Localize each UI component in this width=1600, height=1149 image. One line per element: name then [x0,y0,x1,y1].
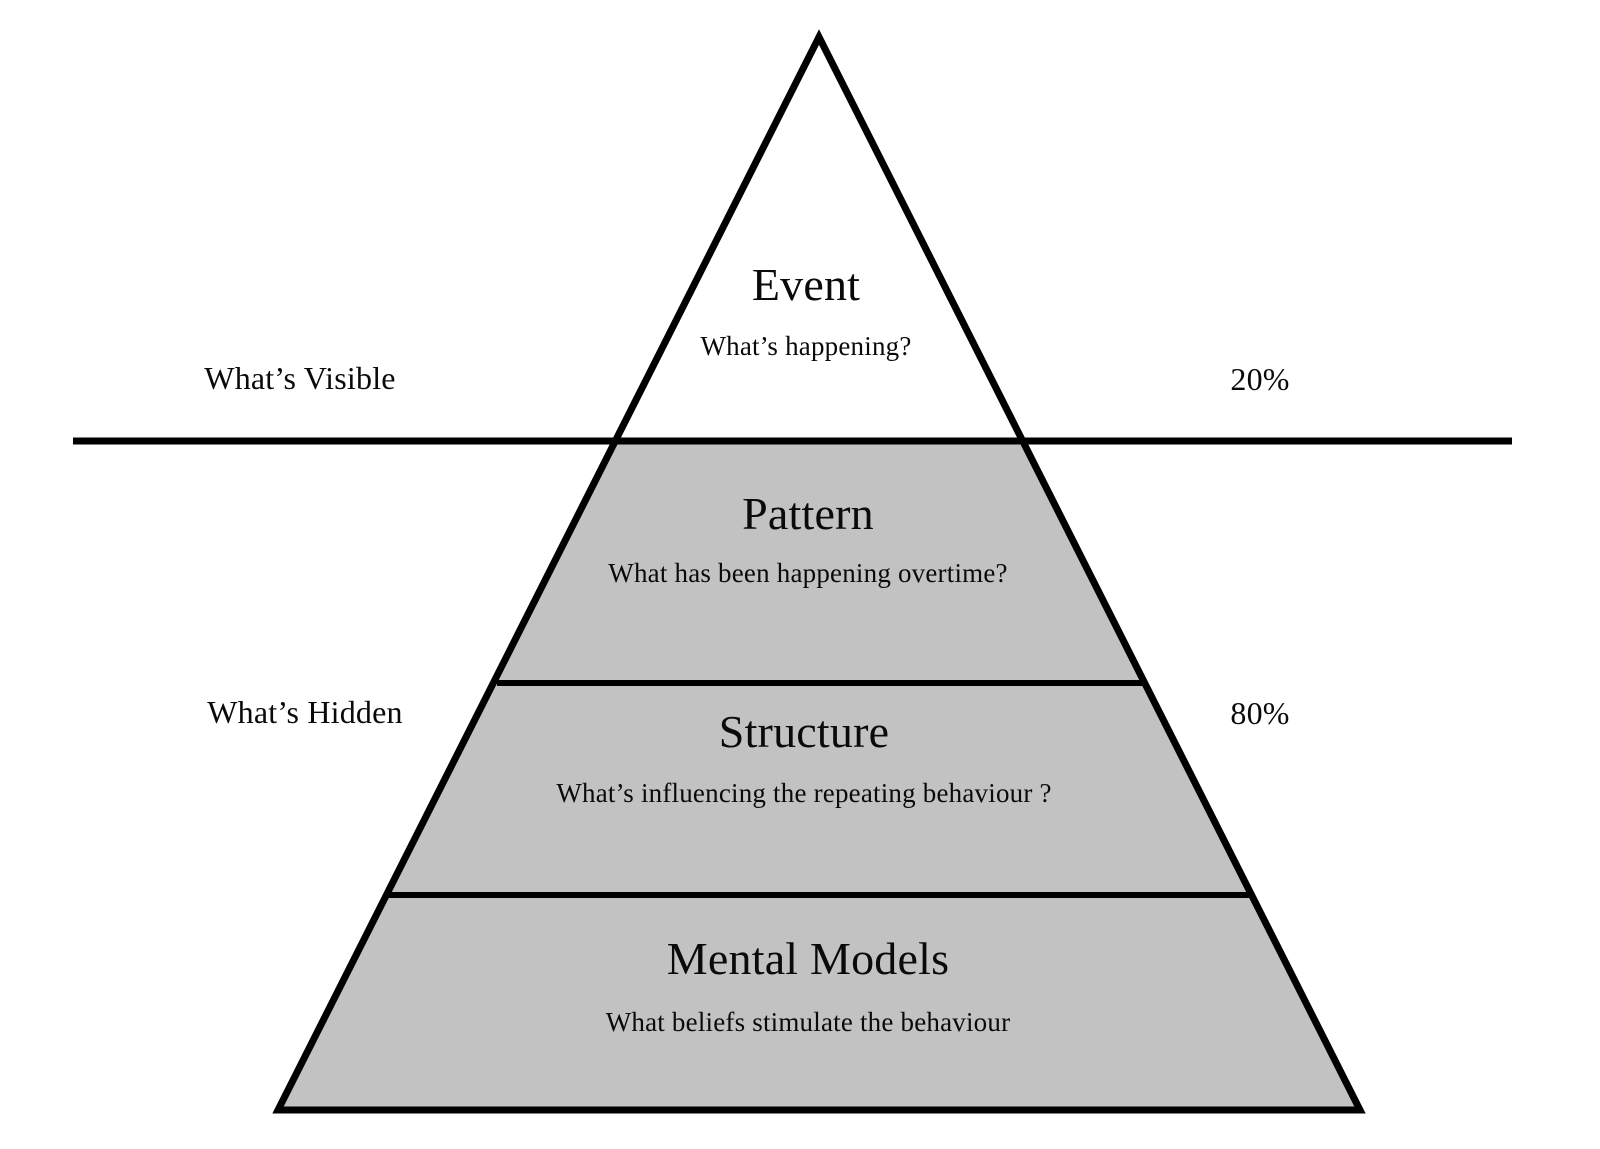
side-label-whats-hidden: What’s Hidden [207,694,403,730]
side-label-whats-visible: What’s Visible [204,360,396,396]
hidden-zone-fill [278,441,1360,1110]
layer-subtitle-event: What’s happening? [700,331,912,361]
layer-title-structure: Structure [718,706,890,757]
layer-subtitle-pattern: What has been happening overtime? [608,558,1008,588]
percentage-hidden: 80% [1230,695,1290,731]
layer-title-event: Event [751,259,861,310]
layer-subtitle-structure: What’s influencing the repeating behavio… [556,778,1052,808]
percentage-visible: 20% [1230,361,1290,397]
pyramid-outline [272,29,1366,1114]
layer-subtitle-mental-models: What beliefs stimulate the behaviour [605,1007,1011,1037]
layer-title-pattern: Pattern [742,488,874,539]
layer-title-mental-models: Mental Models [666,933,950,984]
